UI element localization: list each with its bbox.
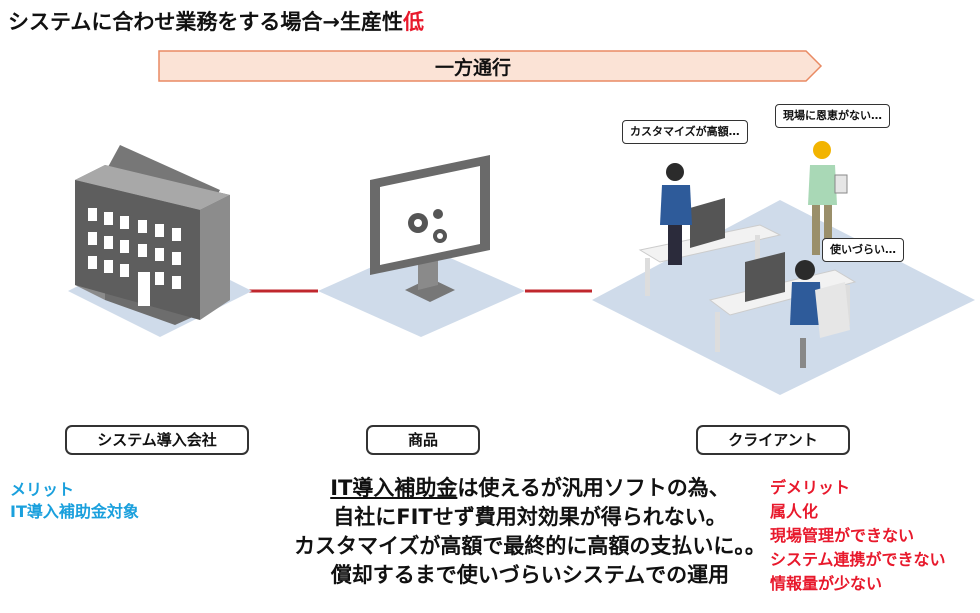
speech-bubble-no-benefit: 現場に恩恵がない… xyxy=(775,104,890,128)
demerit-item: 情報量が少ない xyxy=(770,574,883,593)
demerit-item: 現場管理ができない xyxy=(770,526,915,545)
flow-illustration xyxy=(68,141,975,395)
center-text-line-4: 償却するまで使いづらいシステムでの運用 xyxy=(330,563,730,587)
node-label-product: 商品 xyxy=(366,425,480,455)
merit-heading: メリット xyxy=(10,480,75,499)
node-label-client: クライアント xyxy=(696,425,850,455)
title-highlight: 低 xyxy=(402,10,424,34)
demerit-item: 属人化 xyxy=(770,502,819,521)
subsidy-underlined: IT導入補助金 xyxy=(330,476,458,500)
demerit-item: システム連携ができない xyxy=(770,550,946,569)
building-icon xyxy=(68,145,252,337)
speech-bubble-cost: カスタマイズが高額… xyxy=(622,120,748,144)
monitor-icon xyxy=(318,155,525,337)
page-title: システムに合わせ業務をする場合→生産性低 xyxy=(8,10,424,34)
center-text-line-1: IT導入補助金は使えるが汎用ソフトの為、 xyxy=(330,476,730,500)
one-way-arrow xyxy=(158,50,823,82)
arrow-label: 一方通行 xyxy=(434,57,511,79)
center-text-line-2: 自社にFITせず費用対効果が得られない。 xyxy=(333,505,727,529)
merit-item: IT導入補助金対象 xyxy=(10,502,139,521)
demerit-heading: デメリット xyxy=(770,478,851,497)
client-office-illustration xyxy=(592,141,975,395)
speech-bubble-hard-to-use: 使いづらい… xyxy=(822,238,904,262)
center-text-line-3: カスタマイズが高額で最終的に高額の支払いに。。 xyxy=(294,534,766,558)
node-label-vendor: システム導入会社 xyxy=(65,425,249,455)
